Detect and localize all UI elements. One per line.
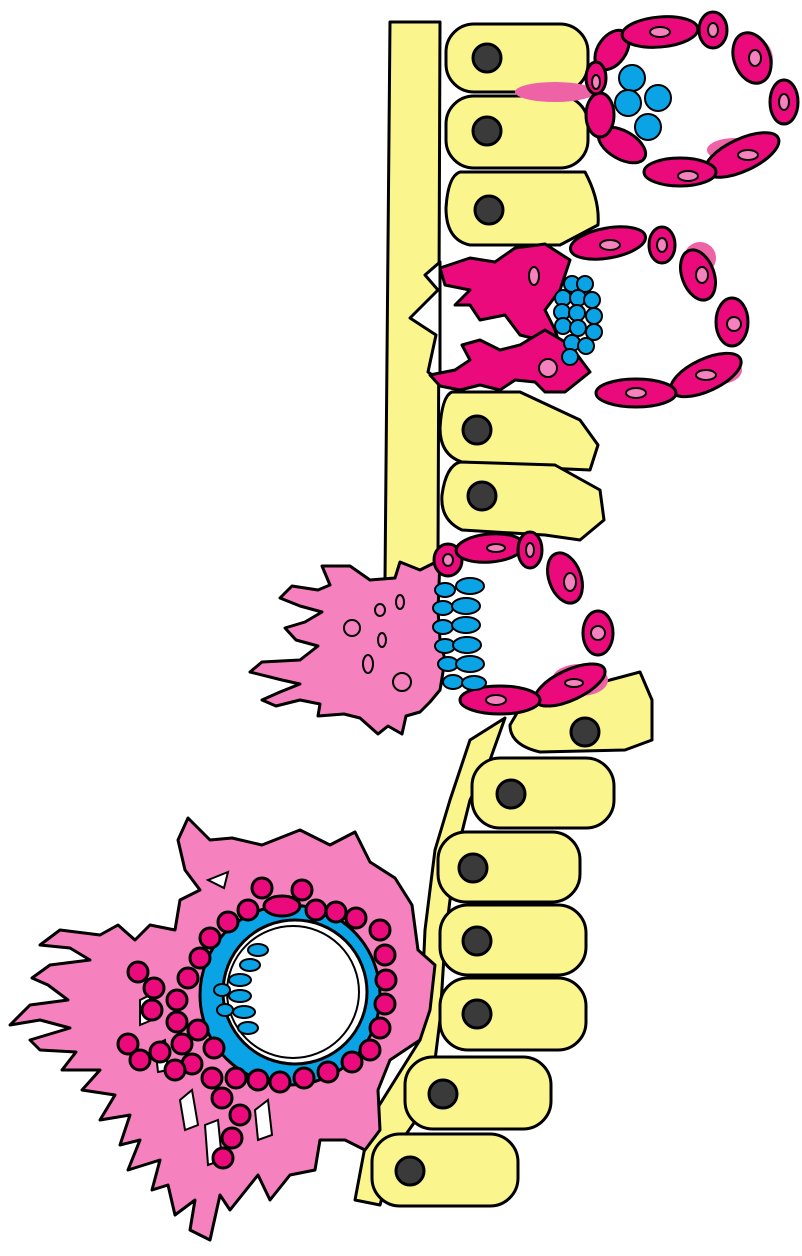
nucleus-icon	[396, 1157, 424, 1185]
nucleus-icon	[571, 718, 599, 746]
nucleus-icon	[459, 854, 487, 882]
tip-cell-upper	[440, 244, 570, 345]
nucleus-icon	[468, 482, 496, 510]
nucleus-icon	[429, 1080, 457, 1108]
epithelial-cell-icon	[446, 24, 588, 92]
epithelial-cell-icon	[446, 172, 598, 245]
nucleus-icon	[463, 416, 491, 444]
epithelial-cell-icon	[472, 758, 614, 828]
nucleus-icon	[473, 44, 501, 72]
pericyte-icon	[250, 560, 445, 734]
epithelial-cell-icon	[440, 905, 586, 975]
vessel-3	[433, 531, 613, 715]
nucleus-icon	[475, 196, 503, 224]
nucleus-icon	[473, 117, 501, 145]
epithelial-cell-icon	[372, 1134, 518, 1206]
epithelial-cell-icon	[440, 392, 598, 470]
nucleus-icon	[463, 1000, 491, 1028]
nucleus-icon	[497, 780, 525, 808]
epithelial-cell-icon	[446, 96, 588, 168]
vessel-2	[430, 222, 748, 407]
nucleus-icon	[463, 927, 491, 955]
epithelial-cell-icon	[438, 832, 580, 902]
epithelial-cell-icon	[440, 978, 586, 1050]
epithelial-cell-icon	[442, 462, 604, 540]
epithelial-cell-icon	[405, 1057, 551, 1129]
